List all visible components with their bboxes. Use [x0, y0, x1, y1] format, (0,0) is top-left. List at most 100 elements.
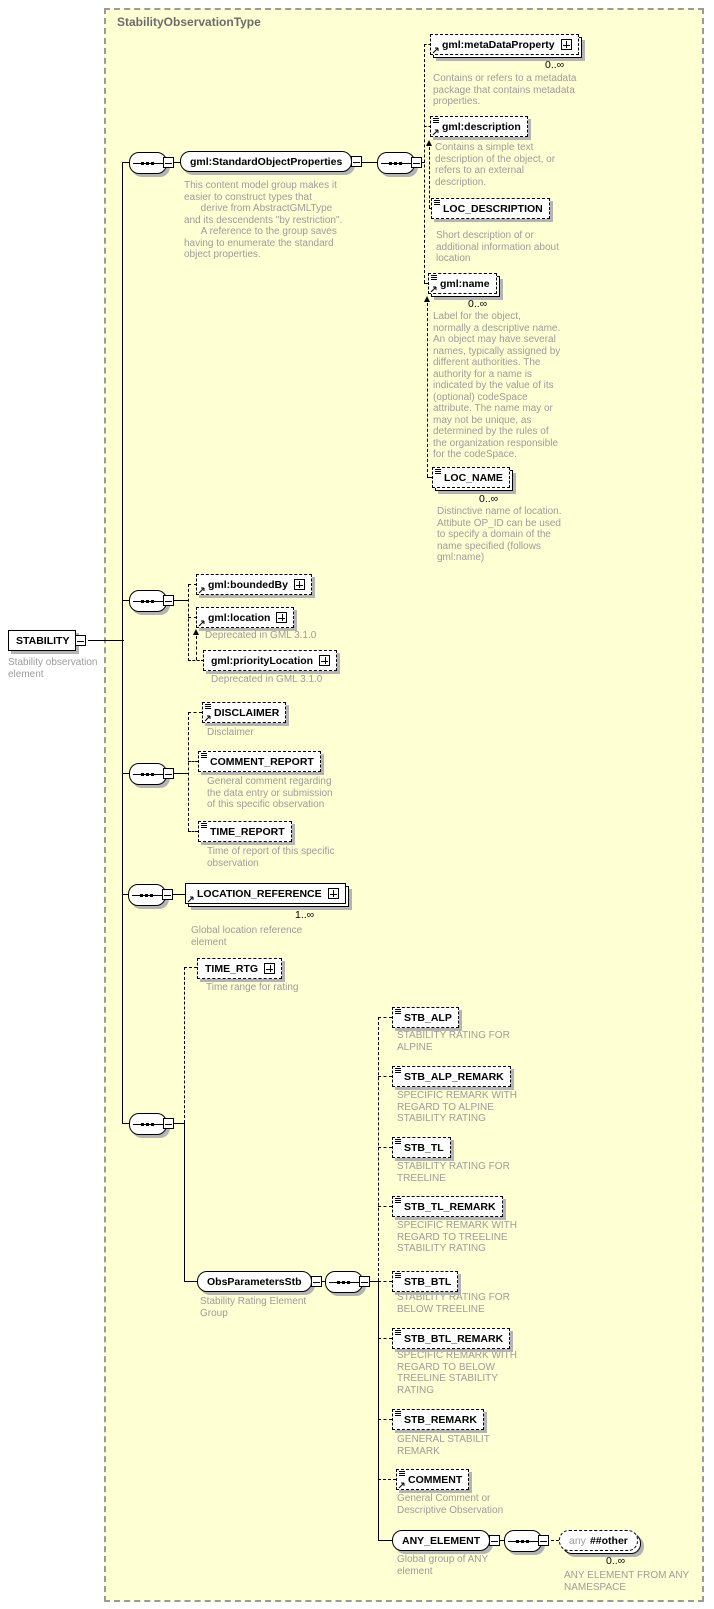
- wildcard-any-other[interactable]: any ##other: [559, 1530, 638, 1551]
- connector: [188, 584, 197, 585]
- annotation: General comment regarding the data entry…: [207, 776, 333, 810]
- element-stb-alp-remark[interactable]: STB_ALP_REMARK: [392, 1066, 511, 1087]
- connector: [427, 477, 433, 478]
- sequence-compositor[interactable]: [128, 884, 166, 906]
- element-label: COMMENT_REPORT: [210, 755, 314, 768]
- reference-icon: [430, 286, 437, 293]
- connector: [188, 712, 189, 831]
- element-stability[interactable]: STABILITY: [8, 630, 87, 651]
- text-content-icon: [395, 1068, 401, 1073]
- connector: [184, 1281, 197, 1282]
- group-obsparametersstb[interactable]: ObsParametersStb: [197, 1271, 322, 1292]
- text-content-icon: [395, 1009, 401, 1014]
- element-label: STB_TL: [404, 1141, 444, 1154]
- expand-button[interactable]: [560, 39, 572, 50]
- expand-button[interactable]: [276, 612, 288, 623]
- connector: [184, 967, 197, 968]
- sequence-compositor[interactable]: [129, 1113, 167, 1135]
- element-comment[interactable]: COMMENT: [396, 1469, 470, 1490]
- element-label: gml:name: [440, 277, 490, 290]
- text-content-icon: [395, 1198, 401, 1203]
- collapse-button[interactable]: [163, 1118, 174, 1129]
- collapse-button[interactable]: [163, 595, 174, 606]
- connector: [378, 1147, 392, 1148]
- element-label: TIME_RTG: [205, 962, 259, 975]
- element-stb-alp[interactable]: STB_ALP: [392, 1007, 459, 1028]
- sequence-compositor[interactable]: [129, 763, 167, 785]
- expand-button[interactable]: [327, 888, 339, 899]
- group-any-element[interactable]: ANY_ELEMENT: [392, 1530, 501, 1551]
- sequence-compositor[interactable]: [504, 1530, 542, 1552]
- connector: [188, 761, 198, 762]
- connector: [88, 640, 124, 641]
- annotation: Time of report of this specific observat…: [207, 846, 335, 869]
- collapse-button[interactable]: [489, 1535, 501, 1546]
- element-stb-btl-remark[interactable]: STB_BTL_REMARK: [392, 1328, 511, 1349]
- element-loc-description[interactable]: LOC_DESCRIPTION: [431, 198, 550, 219]
- element-gml-boundedby[interactable]: gml:boundedBy: [196, 574, 312, 595]
- substitution-arrow: [193, 629, 199, 635]
- element-label: gml:location: [208, 611, 271, 624]
- connector: [188, 617, 197, 618]
- connector: [188, 584, 189, 661]
- connector: [378, 1206, 392, 1207]
- element-label: LOC_NAME: [444, 471, 503, 484]
- element-gml-name[interactable]: gml:name: [428, 273, 497, 294]
- collapse-button[interactable]: [163, 768, 174, 779]
- reference-icon: [204, 715, 211, 722]
- expand-button[interactable]: [264, 963, 276, 974]
- element-stb-tl-remark[interactable]: STB_TL_REMARK: [392, 1196, 503, 1217]
- element-label: STABILITY: [16, 634, 70, 647]
- annotation: Label for the object, normally a descrip…: [433, 311, 561, 460]
- collapse-button[interactable]: [351, 156, 363, 167]
- element-stb-btl[interactable]: STB_BTL: [392, 1271, 459, 1292]
- element-gml-location[interactable]: gml:location: [196, 607, 295, 628]
- connector: [360, 162, 378, 163]
- element-stb-tl[interactable]: STB_TL: [392, 1137, 451, 1158]
- element-label: STB_BTL_REMARK: [404, 1332, 504, 1345]
- text-content-icon: [435, 469, 441, 474]
- connector: [196, 636, 197, 660]
- element-gml-prioritylocation[interactable]: gml:priorityLocation: [203, 650, 338, 671]
- connector: [424, 126, 431, 127]
- connector: [378, 1281, 392, 1282]
- element-time-rtg[interactable]: TIME_RTG: [197, 958, 283, 979]
- annotation: SPECIFIC REMARK WITH REGARD TO TREELINE …: [397, 1220, 518, 1254]
- collapse-button[interactable]: [75, 635, 87, 646]
- element-comment-report[interactable]: COMMENT_REPORT: [198, 751, 321, 772]
- reference-icon: [187, 896, 194, 903]
- group-standard-object-properties[interactable]: gml:StandardObjectProperties: [180, 151, 363, 172]
- connector: [184, 967, 185, 1123]
- connector: [122, 162, 123, 1124]
- sequence-compositor[interactable]: [377, 152, 415, 174]
- collapse-button[interactable]: [162, 889, 173, 900]
- annotation: Distinctive name of location. Attibute O…: [437, 506, 562, 563]
- element-label: LOCATION_REFERENCE: [197, 887, 322, 900]
- collapse-button[interactable]: [538, 1535, 549, 1546]
- sequence-compositor[interactable]: [325, 1271, 363, 1293]
- expand-button[interactable]: [319, 655, 331, 666]
- element-gml-metadataproperty[interactable]: gml:metaDataProperty: [430, 34, 579, 55]
- element-disclaimer[interactable]: DISCLAIMER: [202, 702, 287, 723]
- sequence-compositor[interactable]: [129, 152, 167, 174]
- sequence-compositor[interactable]: [129, 590, 167, 612]
- element-label: gml:metaDataProperty: [442, 38, 555, 51]
- element-location-reference[interactable]: LOCATION_REFERENCE: [185, 883, 346, 904]
- connector: [378, 1479, 396, 1480]
- connector: [429, 208, 432, 209]
- element-loc-name[interactable]: LOC_NAME: [432, 467, 510, 488]
- annotation: Time range for rating: [206, 982, 299, 993]
- type-title: StabilityObservationType: [117, 15, 261, 29]
- collapse-button[interactable]: [163, 157, 174, 168]
- element-gml-description[interactable]: gml:description: [430, 116, 528, 137]
- annotation: Contains or refers to a metadata package…: [433, 73, 577, 107]
- collapse-button[interactable]: [310, 1276, 322, 1287]
- expand-button[interactable]: [293, 579, 305, 590]
- connector: [378, 1540, 392, 1541]
- element-time-report[interactable]: TIME_REPORT: [198, 821, 292, 842]
- element-stb-remark[interactable]: STB_REMARK: [392, 1409, 484, 1430]
- collapse-button[interactable]: [411, 157, 422, 168]
- collapse-button[interactable]: [359, 1276, 370, 1287]
- annotation: Global group of ANY element: [397, 1554, 489, 1577]
